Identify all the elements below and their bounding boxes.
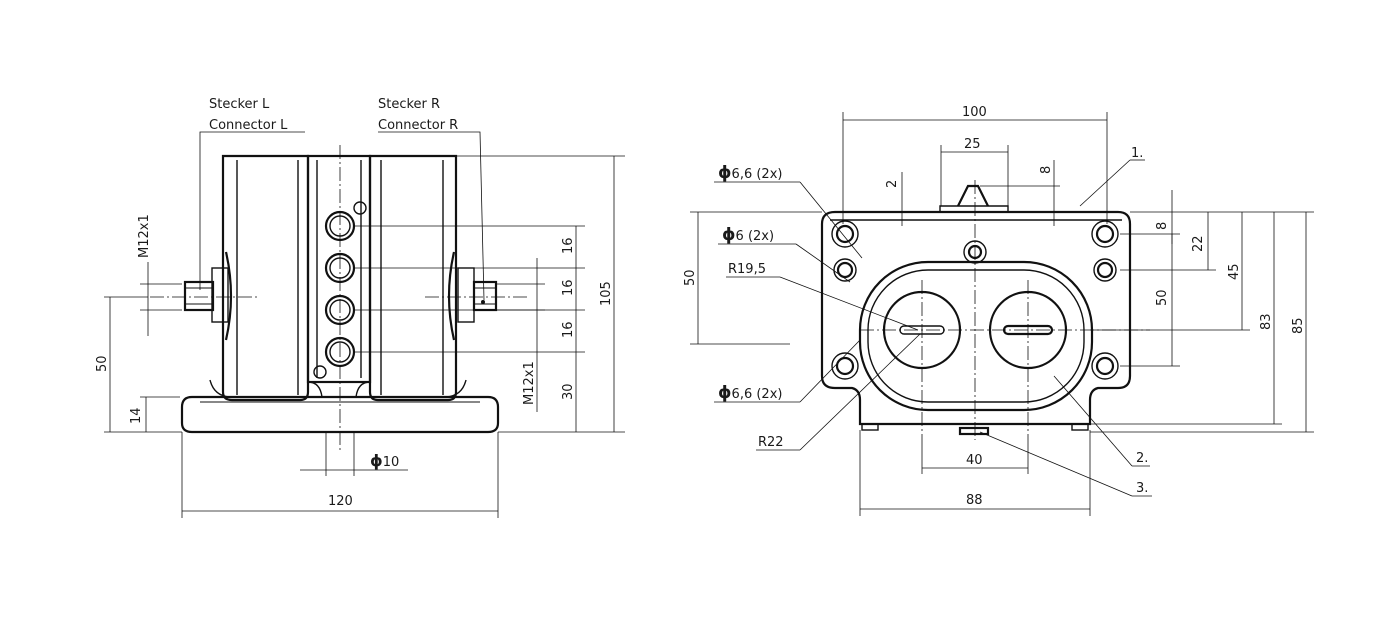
dim-right-22: 22 [1191, 235, 1206, 252]
dim-total-height: 105 [599, 281, 614, 306]
dim-pitch-3: 16 [561, 321, 576, 338]
dim-lower: 30 [561, 383, 576, 400]
dim-top-offset: 8 [1039, 166, 1054, 174]
thread-left-label: M12x1 [137, 214, 152, 258]
dim-width: 120 [328, 494, 353, 509]
dim-base-height: 14 [129, 407, 144, 424]
hole-bottom-label: ϕ6,6 (2x) [718, 383, 782, 403]
thread-right-label: M12x1 [522, 361, 537, 405]
dim-right-8: 8 [1155, 222, 1170, 230]
dim-right-85: 85 [1291, 317, 1306, 334]
radius-outer-label: R22 [758, 435, 784, 450]
callout-3: 3. [1136, 481, 1148, 496]
dim-center-50: 50 [1155, 289, 1170, 306]
dim-small: 2 [885, 180, 900, 188]
radius-inner-label: R19,5 [728, 262, 766, 277]
dim-hole-diameter: ϕ10 [370, 451, 399, 470]
dim-right-83: 83 [1259, 313, 1274, 330]
dim-left-50: 50 [683, 269, 698, 286]
dim-slot: 25 [964, 137, 981, 152]
connector-right-label-1: Stecker R [378, 97, 440, 112]
connector-left-label-1: Stecker L [209, 97, 270, 112]
dim-axis-height: 50 [95, 355, 110, 372]
hole-mid-label: ϕ6 (2x) [722, 225, 774, 245]
dim-pitch-2: 16 [561, 279, 576, 296]
dim-bottom-88: 88 [966, 493, 983, 508]
hole-top-label: ϕ6,6 (2x) [718, 163, 782, 183]
front-view [820, 180, 1150, 440]
dim-right-45: 45 [1227, 263, 1242, 280]
callout-1: 1. [1131, 146, 1143, 161]
callout-2: 2. [1136, 451, 1148, 466]
dim-bottom-40: 40 [966, 453, 983, 468]
dim-pitch-1: 16 [561, 237, 576, 254]
connector-right-label-2: Connector R [378, 118, 458, 133]
side-view [150, 145, 530, 450]
dim-width-top: 100 [962, 105, 987, 120]
connector-left-label-2: Connector L [209, 118, 288, 133]
